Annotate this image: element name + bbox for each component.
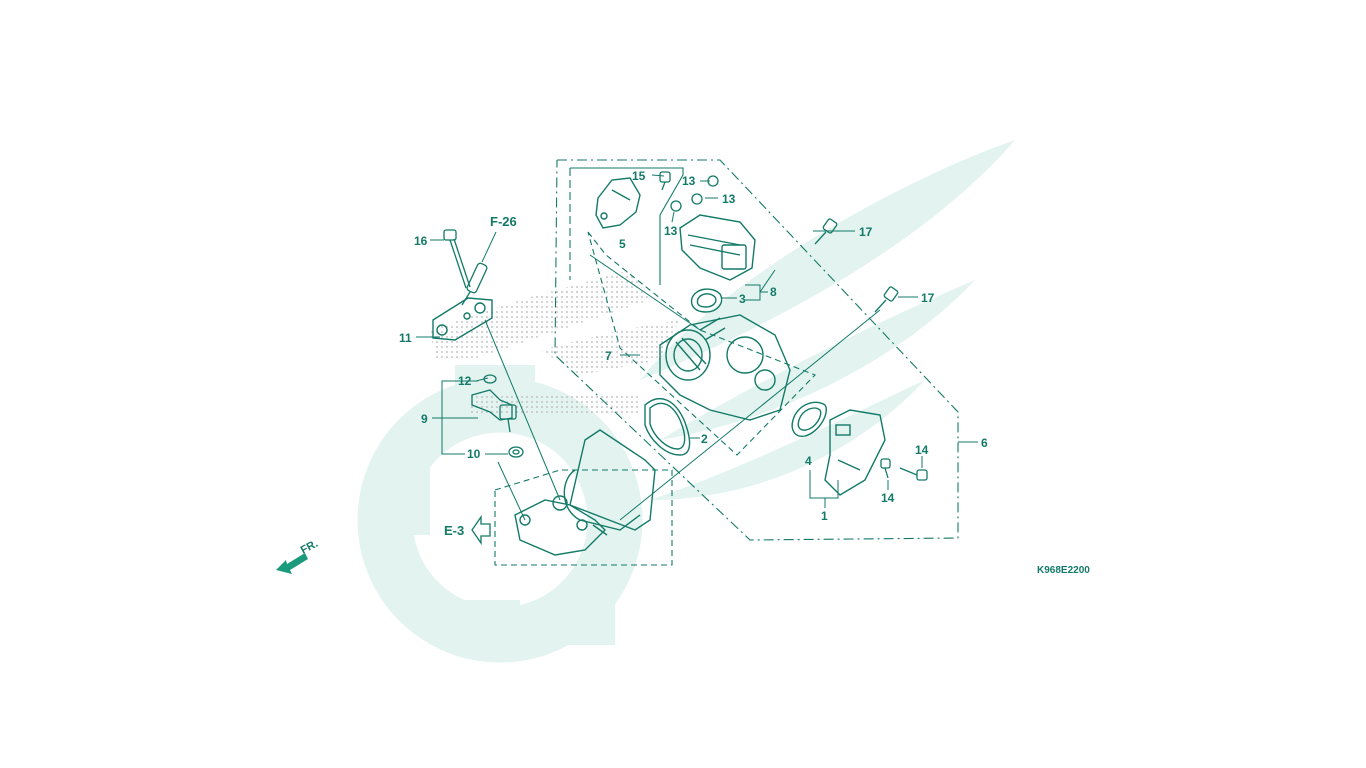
label-13b: 13 bbox=[722, 192, 736, 206]
bolt-16 bbox=[443, 229, 471, 289]
label-3: 3 bbox=[739, 292, 746, 306]
front-direction-label: FR. bbox=[299, 538, 320, 557]
o-ring-3 bbox=[690, 288, 723, 313]
assembly-frames bbox=[494, 159, 959, 566]
label-1: 1 bbox=[821, 509, 828, 523]
seal-10 bbox=[508, 446, 524, 458]
leader-lines bbox=[416, 174, 978, 521]
label-10: 10 bbox=[467, 447, 481, 461]
part-number-labels: 15 13 13 13 5 17 17 8 3 7 2 6 4 14 14 1 … bbox=[399, 169, 988, 523]
label-5: 5 bbox=[619, 237, 626, 251]
bolts-17 bbox=[814, 218, 899, 313]
label-15: 15 bbox=[632, 169, 646, 183]
label-17a: 17 bbox=[859, 225, 873, 239]
front-direction-arrow-icon bbox=[276, 553, 308, 574]
throttle-body-7 bbox=[659, 314, 791, 421]
label-11: 11 bbox=[399, 331, 412, 345]
injector-9 bbox=[471, 374, 517, 433]
label-13c: 13 bbox=[664, 224, 678, 238]
label-7: 7 bbox=[605, 349, 612, 363]
reference-f26[interactable]: F-26 bbox=[490, 214, 517, 229]
o-ring-4 bbox=[791, 401, 827, 437]
label-4: 4 bbox=[805, 454, 812, 468]
label-16: 16 bbox=[414, 234, 428, 248]
label-6: 6 bbox=[981, 436, 988, 450]
label-12: 12 bbox=[458, 374, 472, 388]
diagram-code: K968E2200 bbox=[1037, 565, 1090, 576]
reference-arrow-icon bbox=[471, 514, 491, 546]
bracket-11 bbox=[432, 297, 493, 341]
label-14a: 14 bbox=[915, 443, 929, 457]
sensor-unit-8 bbox=[679, 214, 756, 281]
screws-14 bbox=[880, 458, 928, 481]
insulator-intake bbox=[514, 429, 656, 556]
label-13a: 13 bbox=[682, 174, 696, 188]
reference-e3[interactable]: E-3 bbox=[444, 523, 464, 538]
nuts-13 bbox=[670, 175, 719, 212]
sensor-1 bbox=[824, 409, 886, 496]
label-9: 9 bbox=[421, 412, 428, 426]
bracket-5 bbox=[595, 177, 641, 229]
bolt-15 bbox=[659, 171, 671, 191]
label-14b: 14 bbox=[881, 491, 895, 505]
label-2: 2 bbox=[701, 432, 708, 446]
label-17b: 17 bbox=[921, 291, 935, 305]
gasket-2 bbox=[644, 398, 691, 456]
label-8: 8 bbox=[770, 285, 777, 299]
